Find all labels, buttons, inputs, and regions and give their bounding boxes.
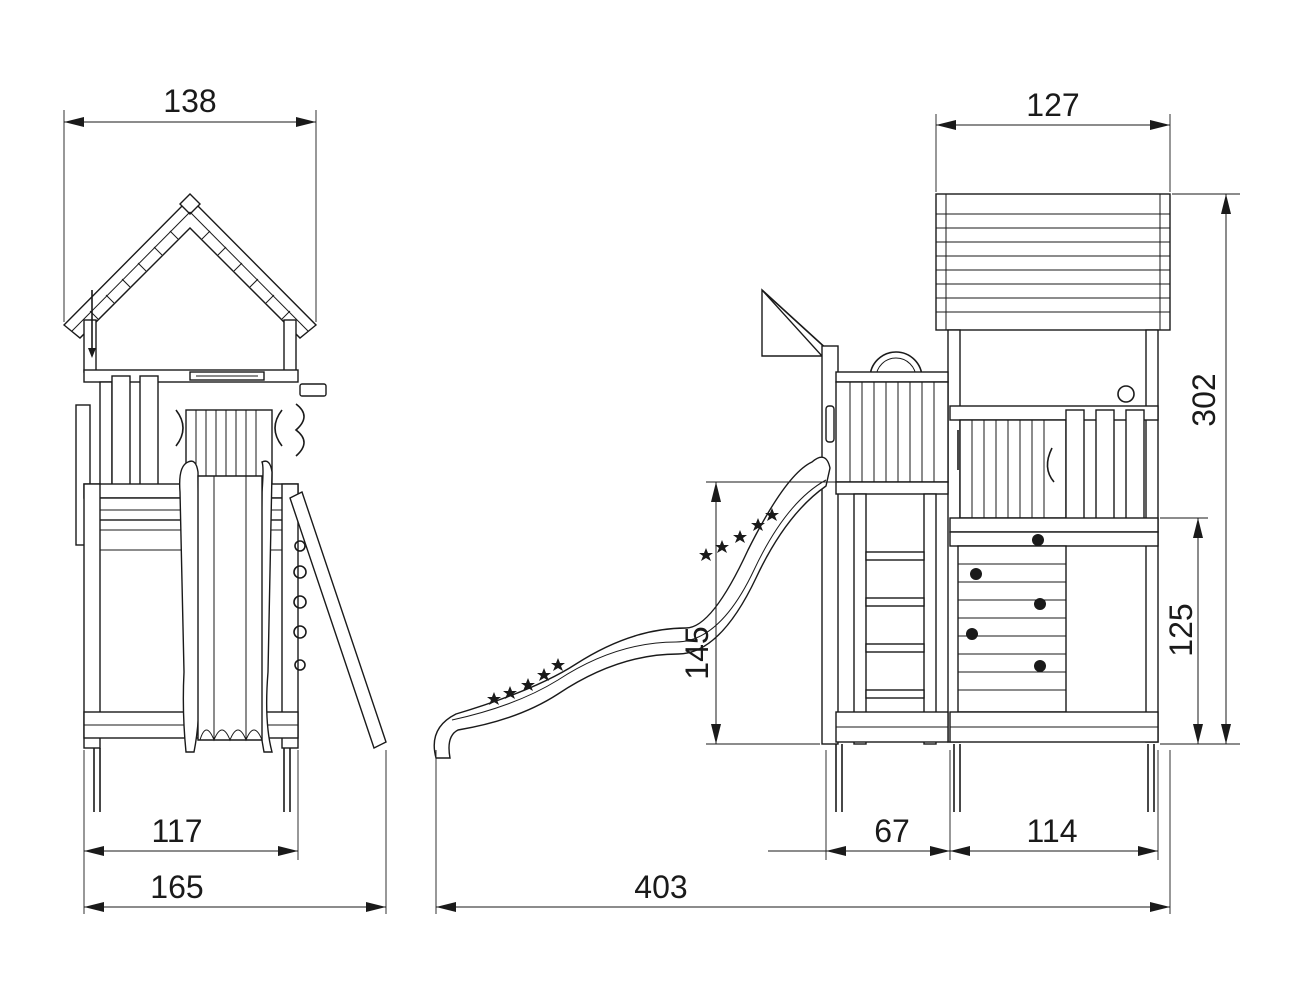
label-front-frame-width: 117: [151, 813, 202, 849]
label-ladder-section-width: 67: [874, 813, 910, 849]
side-view: [433, 193, 1171, 812]
side-post-left: [821, 345, 839, 745]
front-leg-left: [83, 483, 101, 749]
label-front-roof-width: 138: [163, 83, 216, 119]
front-view: [62, 193, 387, 812]
front-roof-post-left: [83, 319, 97, 373]
front-roof: [62, 193, 318, 339]
dimension-labels: 138 127 302 125 145 117 165 67 114 403: [150, 83, 1222, 905]
flag-icon: [761, 288, 824, 357]
telescope-icon: [299, 383, 327, 397]
ladder: [853, 493, 937, 745]
label-side-platform-height: 125: [1163, 603, 1199, 656]
front-wall-boards: [99, 375, 273, 495]
front-angled-slat: [289, 491, 387, 749]
periscope-icon: [1117, 385, 1135, 403]
label-front-total-width: 165: [150, 869, 203, 905]
label-side-total-height: 302: [1186, 373, 1222, 426]
dimension-lines: [63, 110, 1240, 914]
label-side-total-length: 403: [634, 869, 687, 905]
wave-slide: [433, 456, 831, 759]
climbing-wall: [957, 534, 1067, 713]
side-roof: [935, 193, 1171, 331]
label-slide-height: 145: [679, 626, 715, 679]
front-leg-right: [281, 483, 299, 749]
front-roof-post-right: [283, 319, 297, 373]
front-slide: [178, 460, 273, 753]
label-side-roof-width: 127: [1026, 87, 1079, 123]
label-climbing-wall-width: 114: [1026, 813, 1077, 849]
